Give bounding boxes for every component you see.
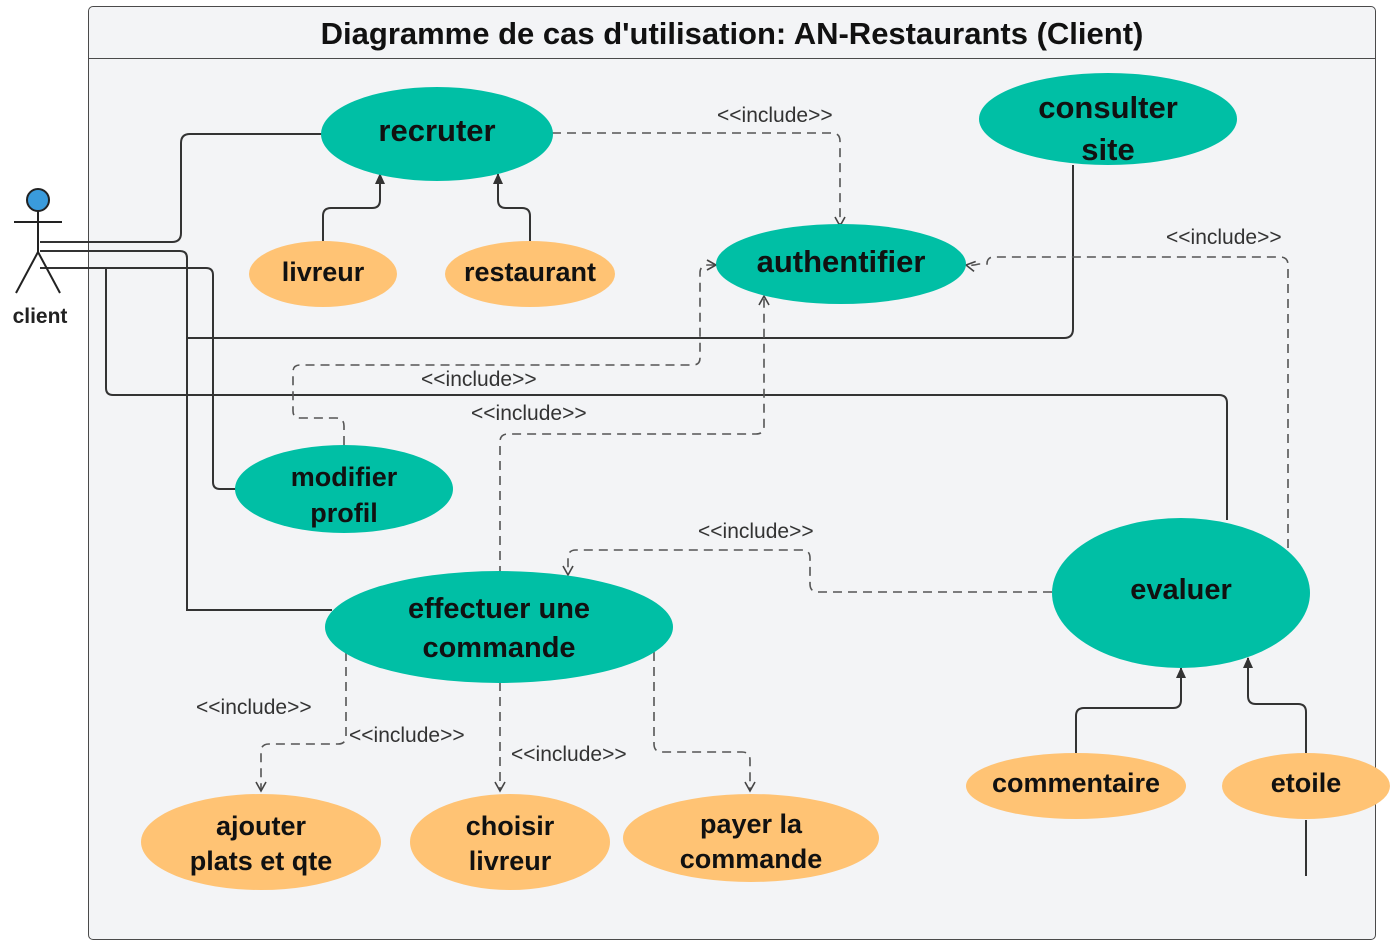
include-label: <<include>> xyxy=(717,104,833,127)
use-case-label: commande xyxy=(422,632,575,664)
use-case-label: restaurant xyxy=(464,257,596,287)
inc-recruter-authentifier xyxy=(552,132,846,228)
use-case-label: livreur xyxy=(469,846,552,876)
actor-head xyxy=(26,188,50,212)
inc-commande-ajouter xyxy=(255,652,347,793)
associations xyxy=(40,133,1228,611)
use-case-ellipse xyxy=(445,241,615,307)
use-case-effectuer-commande: effectuer une commande xyxy=(325,571,673,683)
include-label: <<include>> xyxy=(471,402,587,425)
use-case-ajouter-plats: ajouter plats et qte xyxy=(141,794,381,890)
actor-leg-left xyxy=(15,251,39,294)
use-case-label: effectuer une xyxy=(408,593,590,625)
include-label: <<include>> xyxy=(421,368,537,391)
use-case-label: payer la xyxy=(700,809,803,839)
use-case-label: livreur xyxy=(282,257,365,287)
use-case-ellipse xyxy=(1222,753,1390,819)
use-case-consulter-site: consulter site xyxy=(979,73,1237,167)
use-case-label: consulter xyxy=(1038,90,1178,125)
inc-commande-authentifier xyxy=(499,294,770,575)
use-case-ellipse xyxy=(623,794,879,882)
use-case-label: authentifier xyxy=(757,244,926,279)
assoc-modifier xyxy=(40,267,236,490)
assoc-commande xyxy=(186,338,332,611)
use-case-label: commande xyxy=(680,844,823,874)
use-case-ellipse xyxy=(235,445,453,533)
use-case-livreur: livreur xyxy=(249,241,397,307)
gen-commentaire-evaluer xyxy=(1075,667,1186,754)
diagram-title: Diagramme de cas d'utilisation: AN-Resta… xyxy=(320,16,1144,51)
include-label: <<include>> xyxy=(349,724,465,747)
inc-evaluer-commande xyxy=(562,549,1052,593)
include-dependencies xyxy=(255,132,1289,793)
gen-livreur-recruter xyxy=(322,173,385,242)
inc-commande-payer xyxy=(653,652,756,793)
use-case-choisir-livreur: choisir livreur xyxy=(410,794,610,890)
gen-restaurant-recruter xyxy=(493,173,531,242)
use-case-label: modifier xyxy=(291,462,398,492)
use-case-modifier-profil: modifier profil xyxy=(235,445,453,533)
use-case-label: etoile xyxy=(1271,768,1342,798)
use-case-evaluer: evaluer xyxy=(1052,518,1310,668)
use-case-ellipse xyxy=(1052,518,1310,668)
gen-etoile-evaluer xyxy=(1243,657,1307,754)
inc-modifier-authentifier xyxy=(292,259,718,445)
use-case-etoile: etoile xyxy=(1222,753,1390,819)
include-label: <<include>> xyxy=(698,520,814,543)
use-case-label: recruter xyxy=(378,113,495,148)
use-case-label: profil xyxy=(310,498,378,528)
include-label: <<include>> xyxy=(1166,226,1282,249)
inc-evaluer-authentifier xyxy=(964,256,1289,548)
use-case-recruter: recruter xyxy=(321,87,553,181)
include-label: <<include>> xyxy=(196,696,312,719)
use-case-ellipse xyxy=(141,794,381,890)
use-case-ellipse xyxy=(249,241,397,307)
include-label: <<include>> xyxy=(511,743,627,766)
use-case-label: ajouter xyxy=(216,811,307,841)
use-case-ellipse xyxy=(325,571,673,683)
assoc-recruter xyxy=(40,133,322,243)
actor-label: client xyxy=(13,305,68,328)
actor-leg-right xyxy=(37,251,61,294)
use-case-label: evaluer xyxy=(1130,574,1232,606)
use-case-commentaire: commentaire xyxy=(966,753,1186,819)
use-case-ellipse xyxy=(966,753,1186,819)
use-case-label: plats et qte xyxy=(190,846,333,876)
use-case-label: commentaire xyxy=(992,768,1160,798)
use-case-ellipse xyxy=(979,73,1237,165)
use-case-ellipse xyxy=(716,224,966,304)
use-case-ellipse xyxy=(321,87,553,181)
generalizations xyxy=(322,173,1307,876)
use-case-authentifier: authentifier xyxy=(716,224,966,304)
use-case-label: choisir xyxy=(466,811,555,841)
use-case-label: site xyxy=(1081,132,1134,167)
use-case-restaurant: restaurant xyxy=(445,241,615,307)
actor-client: client xyxy=(13,188,68,328)
use-case-ellipse xyxy=(410,794,610,890)
use-case-payer-commande: payer la commande xyxy=(623,794,879,882)
assoc-evaluer xyxy=(105,268,1228,520)
include-labels: <<include>> <<include>> <<include>> <<in… xyxy=(196,104,1282,766)
title-bar: Diagramme de cas d'utilisation: AN-Resta… xyxy=(89,7,1375,59)
